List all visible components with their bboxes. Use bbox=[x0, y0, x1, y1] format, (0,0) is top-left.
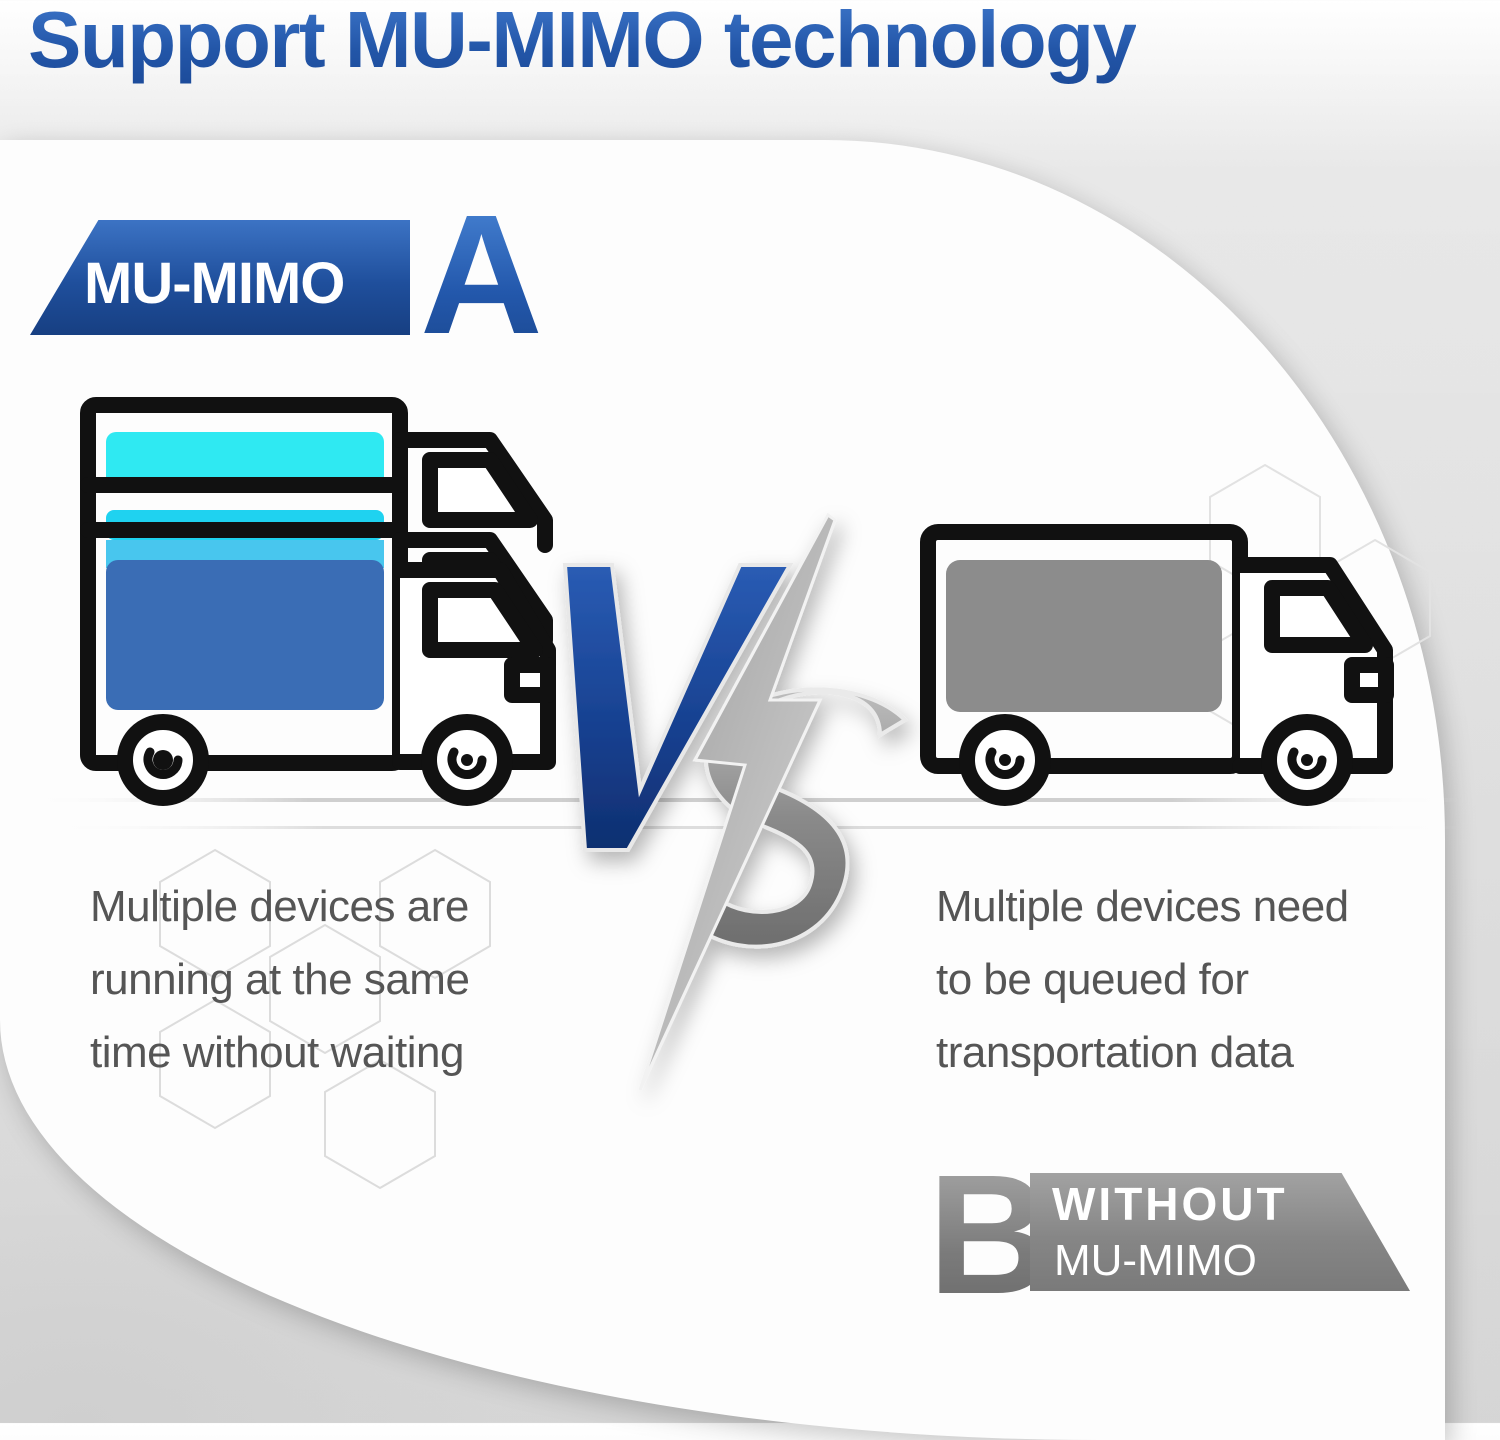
option-a-description: Multiple devices are running at the same… bbox=[90, 870, 550, 1089]
option-b-description: Multiple devices need to be queued for t… bbox=[936, 870, 1436, 1089]
hexagon-pattern bbox=[159, 848, 491, 1190]
without-mu-mimo-badge bbox=[1030, 1173, 1410, 1291]
without-mu-mimo-line-1: WITHOUT bbox=[1052, 1178, 1288, 1230]
mu-mimo-badge bbox=[30, 220, 410, 335]
option-b-line-2: to be queued for bbox=[936, 955, 1249, 1004]
option-a-line-2: running at the same bbox=[90, 955, 470, 1004]
mu-mimo-badge-label: MU-MIMO bbox=[84, 251, 345, 316]
truck-icon bbox=[80, 397, 556, 806]
option-a-letter: A bbox=[420, 180, 543, 370]
option-b-line-3: transportation data bbox=[936, 1028, 1294, 1077]
vs-graphic bbox=[562, 512, 909, 1091]
option-b-line-1: Multiple devices need bbox=[936, 882, 1349, 931]
truck-icon-right bbox=[920, 524, 1394, 806]
without-mu-mimo-line-2: MU-MIMO bbox=[1054, 1236, 1257, 1285]
option-a-line-3: time without waiting bbox=[90, 1028, 464, 1077]
page-title: Support MU-MIMO technology bbox=[28, 0, 1137, 86]
option-a-line-1: Multiple devices are bbox=[90, 882, 469, 931]
